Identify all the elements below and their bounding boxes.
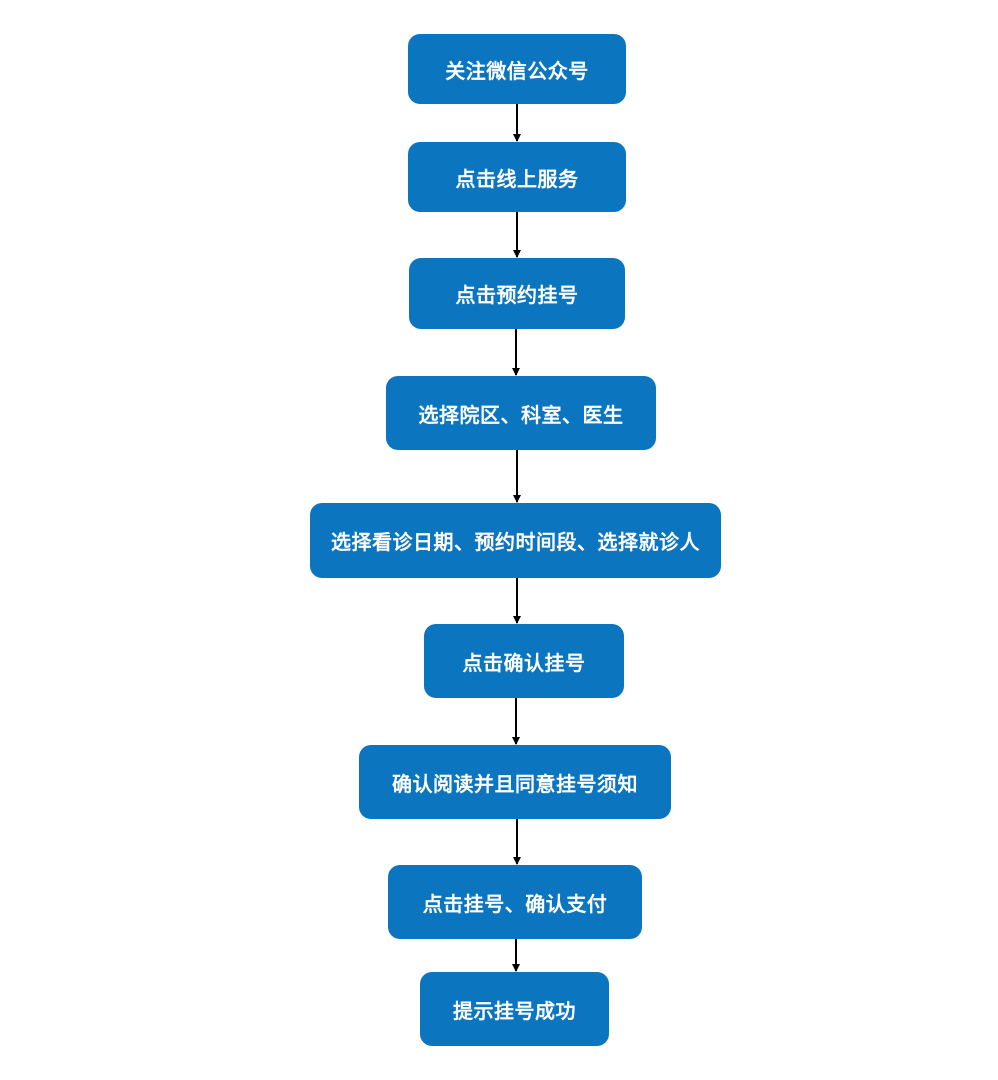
step-click-appointment: 点击预约挂号 xyxy=(409,258,625,329)
step-follow-wechat-account: 关注微信公众号 xyxy=(408,34,626,104)
step-registration-success: 提示挂号成功 xyxy=(420,972,609,1046)
step-select-campus-department-doctor: 选择院区、科室、医生 xyxy=(386,376,656,450)
step-select-date-time-patient: 选择看诊日期、预约时间段、选择就诊人 xyxy=(310,503,721,578)
step-click-register-confirm-payment: 点击挂号、确认支付 xyxy=(388,865,642,939)
step-click-online-service: 点击线上服务 xyxy=(408,142,626,212)
step-click-confirm-registration: 点击确认挂号 xyxy=(424,624,624,698)
step-read-agree-notice: 确认阅读并且同意挂号须知 xyxy=(359,745,671,819)
